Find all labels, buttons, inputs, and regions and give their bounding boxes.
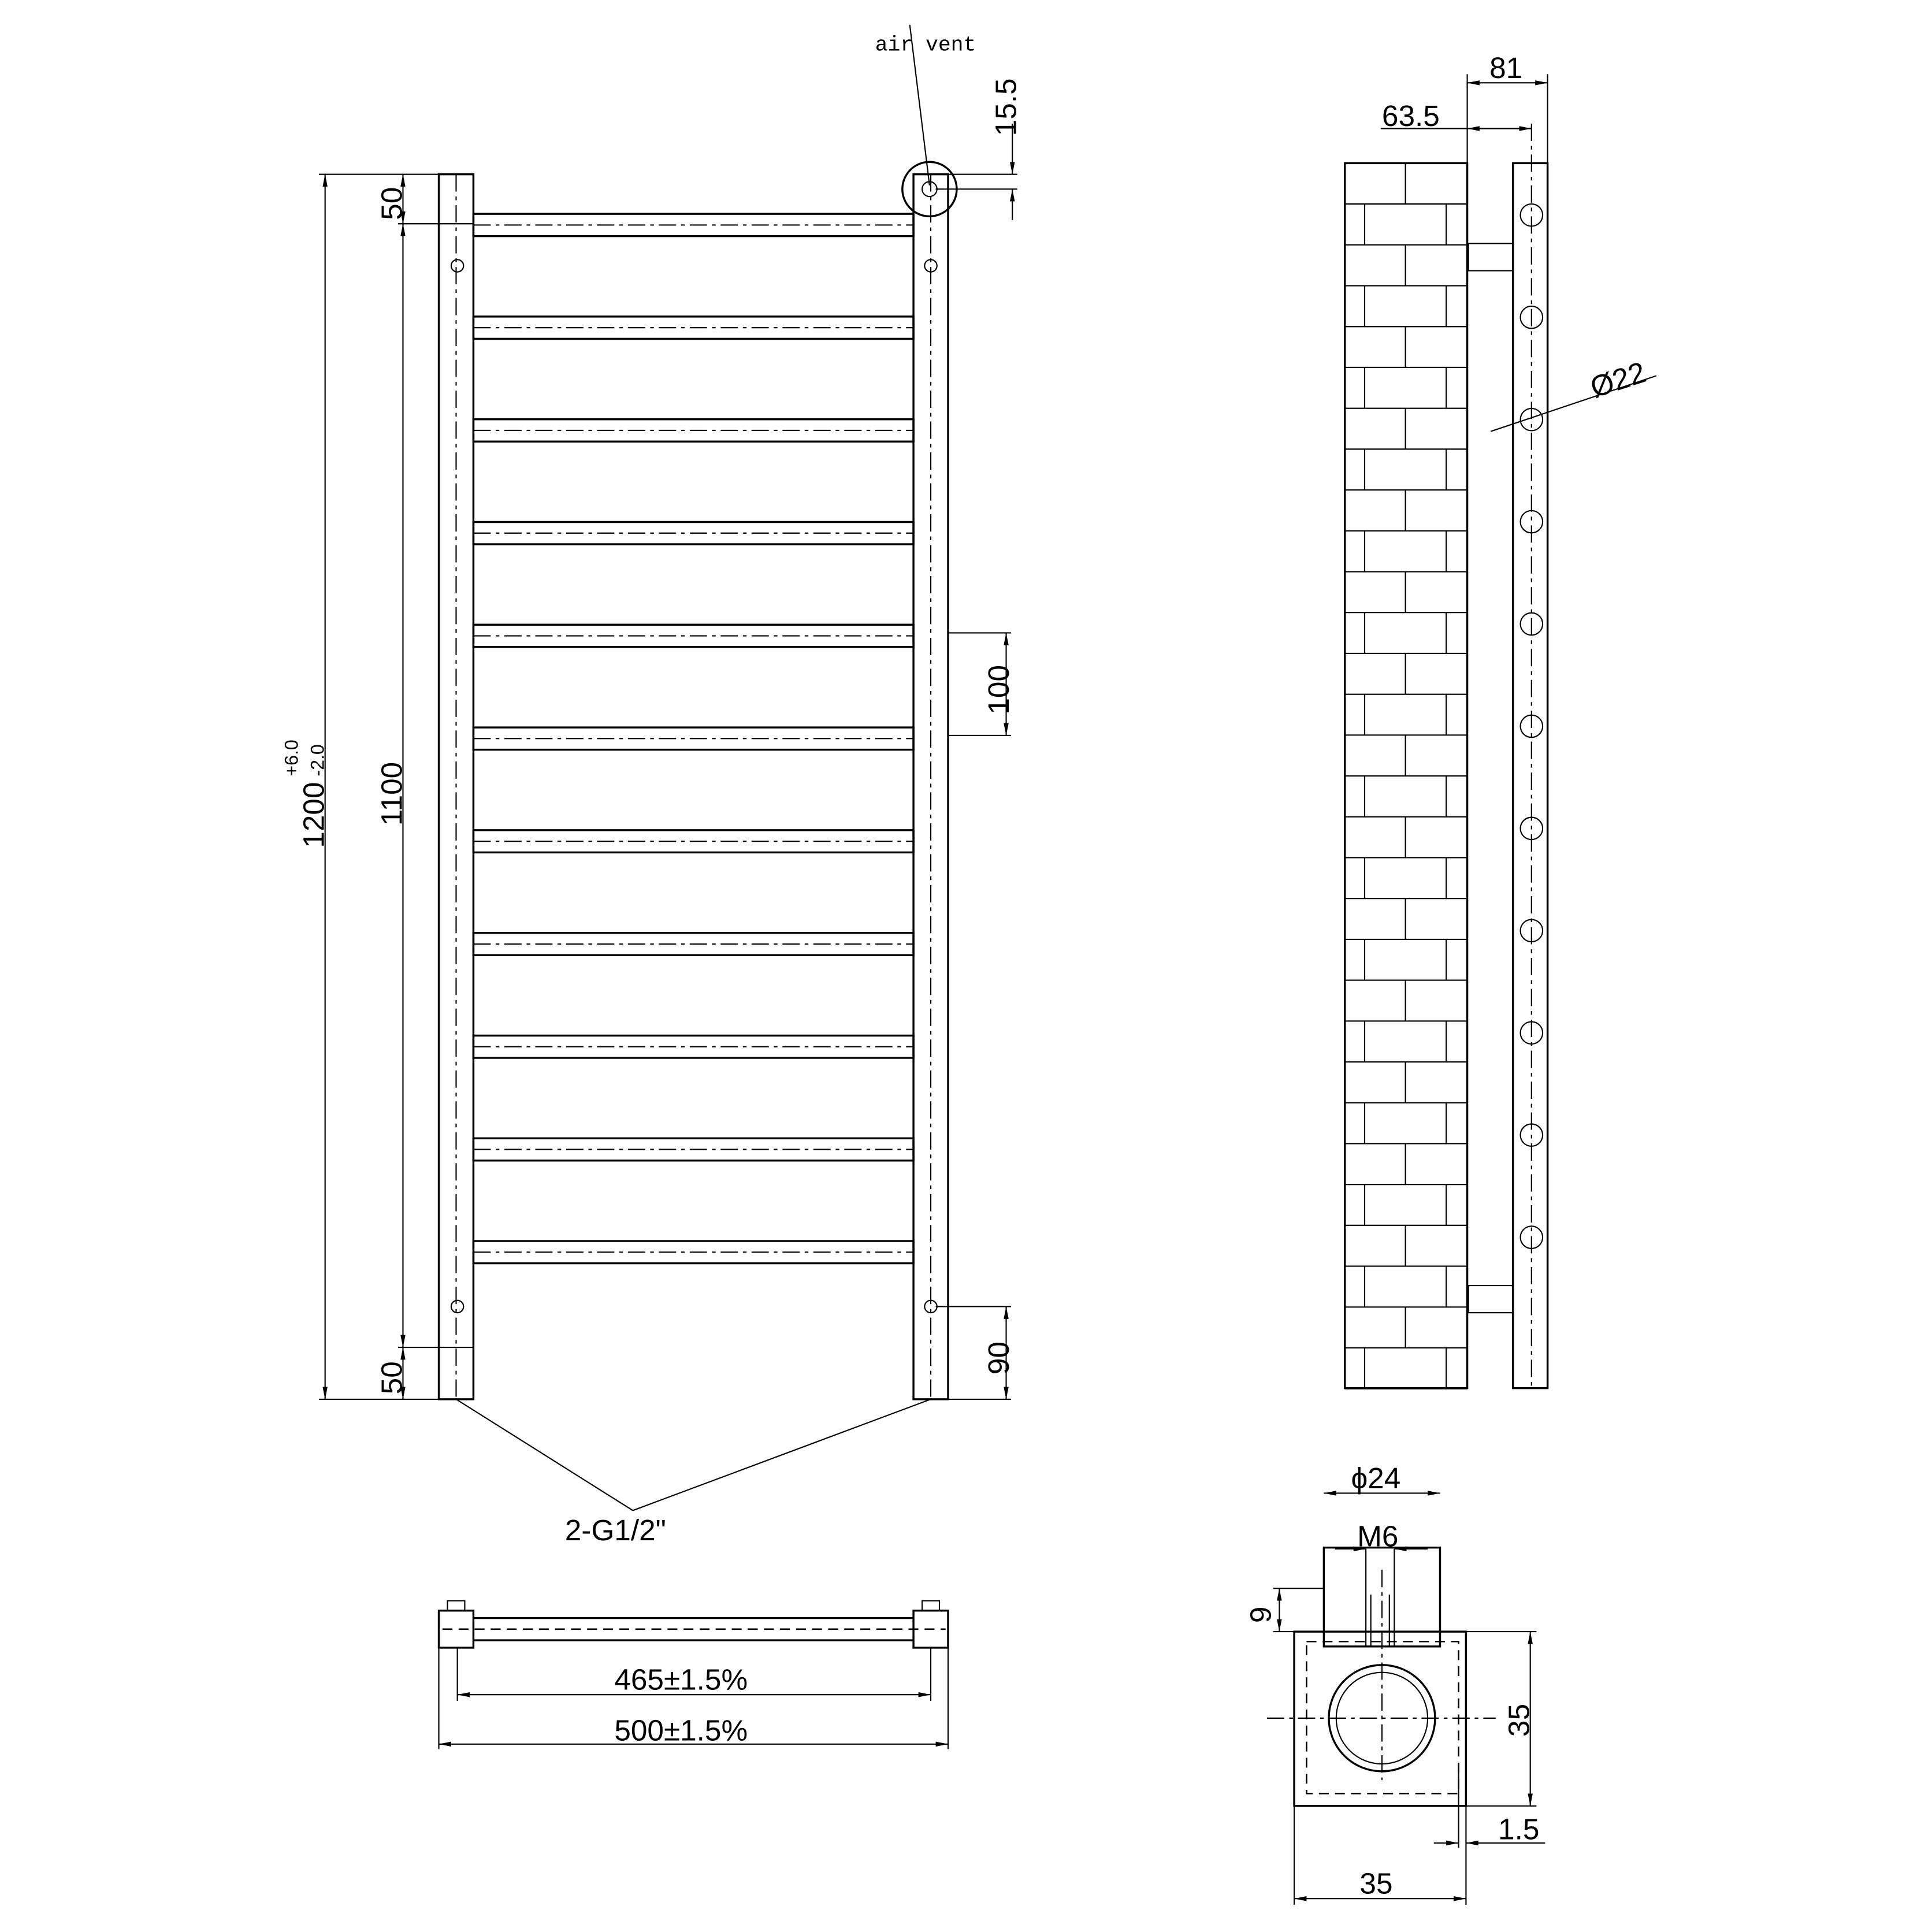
side-view: 81 63.5 Ø22 [1344, 51, 1657, 1389]
dim-total-height: 1200 [298, 782, 330, 848]
bar-section-icon [1519, 203, 1544, 227]
bar-section-icon [1519, 612, 1544, 636]
svg-text:1.5: 1.5 [1498, 1813, 1539, 1846]
svg-text:35: 35 [1359, 1867, 1392, 1900]
bar-section-icon [1519, 510, 1544, 534]
bottom-view: 465±1.5% 500±1.5% [437, 1600, 949, 1749]
bar-section-icon [1519, 1123, 1544, 1147]
svg-text:81: 81 [1489, 51, 1522, 84]
svg-text:-2.0: -2.0 [307, 744, 328, 776]
bar-section-icon [1519, 1021, 1544, 1045]
bar-section-icon [1519, 919, 1544, 943]
towel-bars [472, 213, 915, 1265]
svg-text:Ø22: Ø22 [1587, 355, 1650, 404]
front-view: air vent 15.5 1200 +6.0 -2.0 1100 50 50 … [281, 24, 1023, 1547]
svg-text:9: 9 [1244, 1607, 1277, 1623]
svg-text:63.5: 63.5 [1382, 99, 1440, 132]
svg-text:35: 35 [1503, 1704, 1536, 1737]
svg-text:ϕ24: ϕ24 [1351, 1462, 1400, 1495]
dim-centers: 1100 [375, 762, 408, 826]
bracket-detail: ϕ24 M6 9 35 35 1.5 [1244, 1462, 1545, 1905]
bar-section-icon [1519, 1225, 1544, 1249]
svg-text:+6.0: +6.0 [281, 740, 302, 776]
svg-text:465±1.5%: 465±1.5% [614, 1663, 748, 1696]
bar-section-icon [1519, 714, 1544, 738]
svg-text:50: 50 [375, 187, 408, 220]
dim-top-offset: 15.5 [990, 78, 1023, 136]
bar-section-icon [1519, 816, 1544, 841]
svg-text:500±1.5%: 500±1.5% [614, 1714, 748, 1747]
svg-text:100: 100 [982, 665, 1015, 715]
svg-text:50: 50 [375, 1361, 408, 1394]
bar-section-icon [1519, 407, 1544, 432]
air-vent-label: air vent [875, 34, 976, 57]
connection-label: 2-G1/2" [565, 1514, 666, 1547]
bar-section-icon [1519, 305, 1544, 329]
brick-wall [1344, 162, 1469, 1389]
svg-text:90: 90 [982, 1342, 1015, 1374]
svg-text:M6: M6 [1357, 1519, 1398, 1552]
